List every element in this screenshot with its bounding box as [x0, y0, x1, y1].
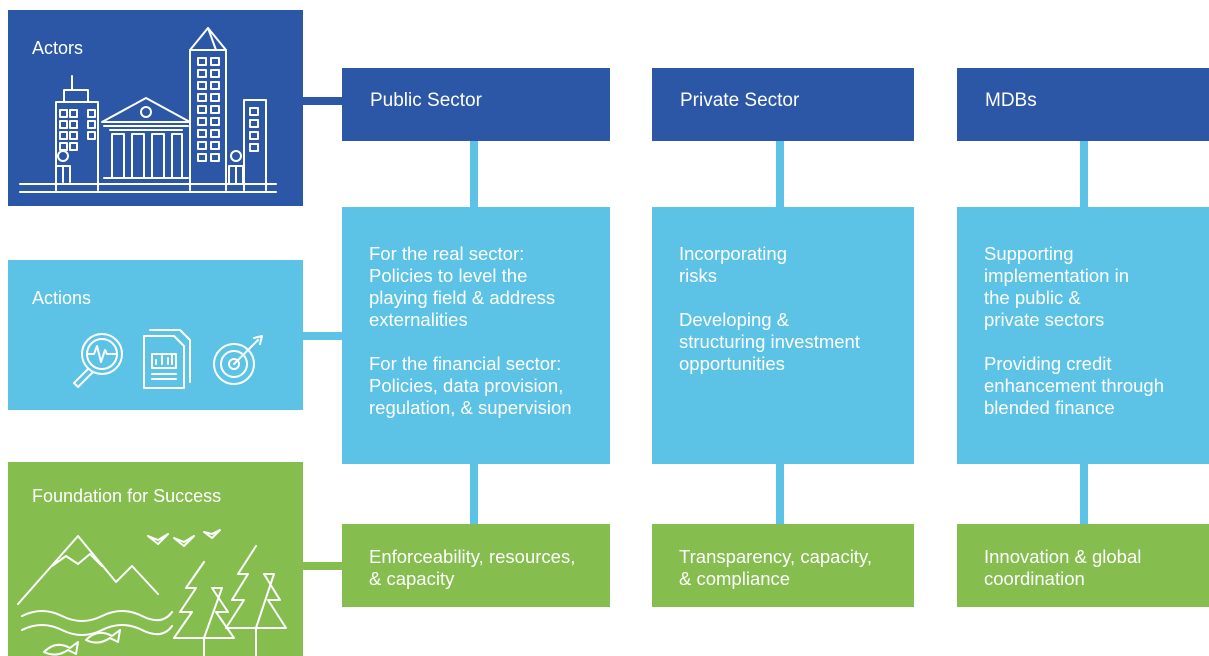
public-sector-header: Public Sector: [342, 68, 610, 141]
report-chart-icon: [143, 329, 191, 389]
private-sector-action-2: Developing & structuring investment oppo…: [679, 309, 860, 374]
private-upper-connector: [776, 140, 784, 210]
mdbs-lower-connector: [1080, 462, 1088, 528]
actions-box: Actions: [8, 260, 303, 410]
foundation-box: Foundation for Success: [8, 462, 303, 656]
mountains-icon: [17, 529, 287, 656]
mdbs-action-1: Supporting implementation in the public …: [984, 243, 1129, 330]
target-icon: [213, 335, 263, 385]
private-lower-connector: [776, 462, 784, 528]
public-lower-connector: [470, 462, 478, 528]
foundation-label: Foundation for Success: [32, 486, 222, 506]
actions-connector: [303, 332, 346, 340]
actions-label: Actions: [32, 288, 92, 308]
actors-connector: [301, 97, 346, 105]
city-buildings-icon: [19, 27, 277, 193]
private-sector-header: Private Sector: [652, 68, 914, 141]
mdbs-actions: Supporting implementation in the public …: [957, 207, 1209, 464]
mdbs-header: MDBs: [957, 68, 1209, 141]
private-sector-foundation: Transparency, capacity, & compliance: [652, 524, 914, 607]
public-sector-actions: For the real sector: Policies to level t…: [342, 207, 610, 464]
public-upper-connector: [470, 140, 478, 210]
public-sector-action-1: For the real sector: Policies to level t…: [369, 243, 556, 330]
private-sector-actions: Incorporating risks Developing & structu…: [652, 207, 914, 464]
mdbs-action-2: Providing credit enhancement through ble…: [984, 353, 1164, 418]
foundation-connector: [303, 562, 346, 570]
public-sector-action-2: For the financial sector: Policies, data…: [369, 353, 572, 418]
actors-label: Actors: [32, 38, 84, 58]
private-sector-action-1: Incorporating risks: [679, 243, 787, 286]
mdbs-upper-connector: [1080, 140, 1088, 210]
mdbs-foundation: Innovation & global coordination: [957, 524, 1209, 607]
public-sector-foundation: Enforceability, resources, & capacity: [342, 524, 610, 607]
magnifier-icon: [73, 333, 123, 388]
actors-box: Actors: [8, 10, 303, 206]
